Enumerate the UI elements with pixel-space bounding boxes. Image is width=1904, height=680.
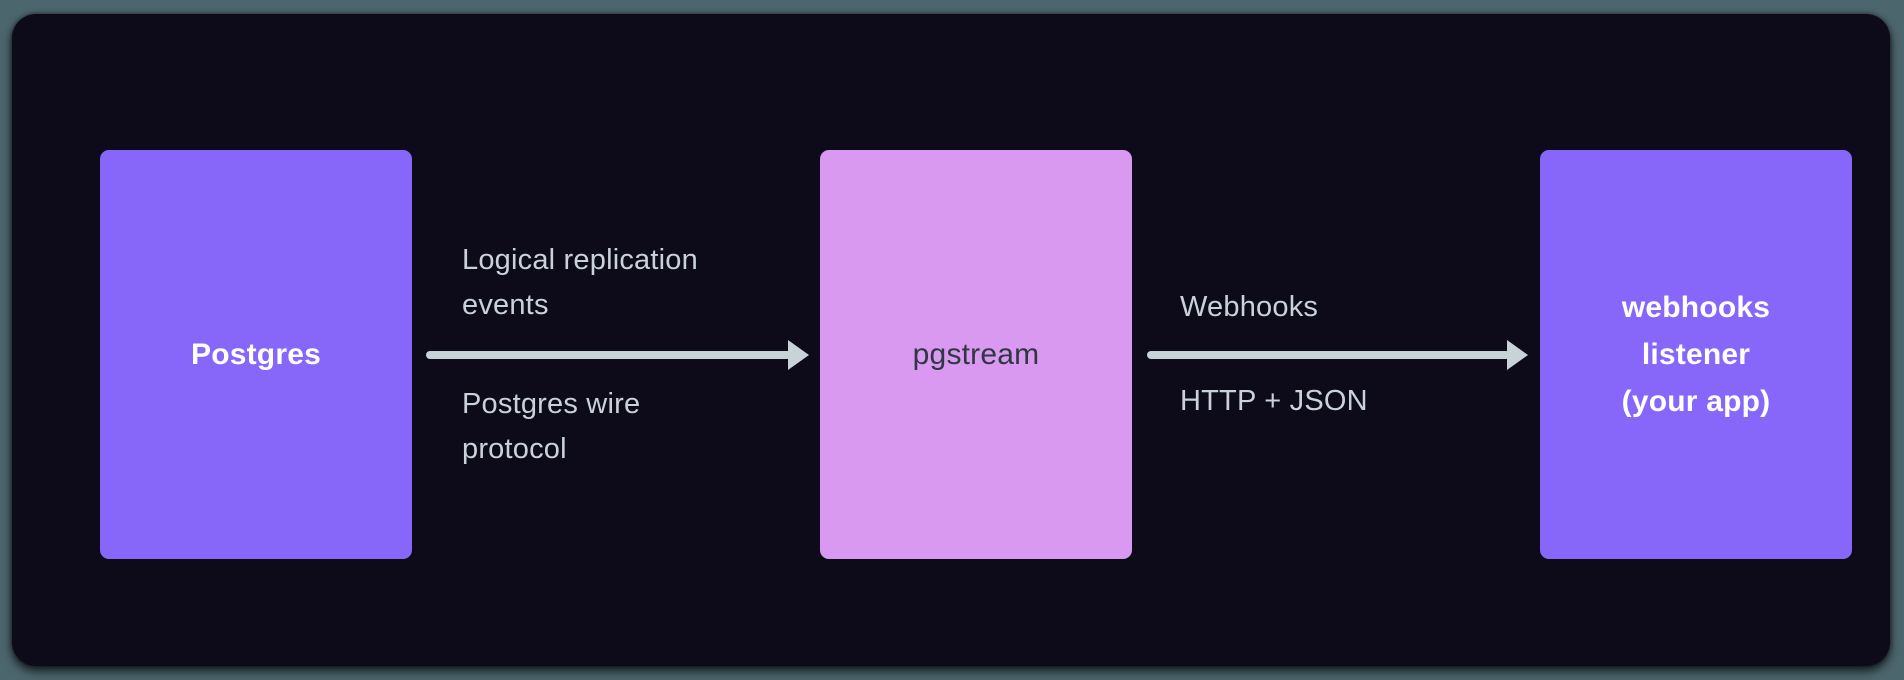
edge-label-line: events — [462, 289, 549, 321]
edge-label-line: Logical replication — [462, 244, 698, 276]
arrow-right-icon — [1507, 340, 1528, 370]
arrow-pgstream-to-listener — [1147, 337, 1528, 373]
edge-pgstream-listener-label-above: Webhooks — [1180, 285, 1318, 330]
node-pgstream: pgstream — [820, 150, 1132, 559]
arrow-shaft — [426, 351, 791, 359]
node-label-line: listener — [1641, 338, 1751, 371]
node-webhooks-listener-label: webhooks listener (your app) — [1622, 284, 1771, 425]
node-pgstream-label: pgstream — [912, 338, 1040, 371]
arrow-postgres-to-pgstream — [426, 337, 809, 373]
node-postgres: Postgres — [100, 150, 412, 559]
arrow-shaft — [1147, 351, 1510, 359]
node-label-line: (your app) — [1621, 385, 1771, 418]
diagram-panel: Postgres Logical replication events Post… — [12, 14, 1890, 666]
node-webhooks-listener: webhooks listener (your app) — [1540, 150, 1852, 559]
edge-label-line: Postgres wire — [462, 388, 641, 420]
edge-label-line: protocol — [462, 433, 567, 465]
node-postgres-label: Postgres — [191, 338, 321, 371]
edge-postgres-pgstream-label-above: Logical replication events — [462, 238, 698, 328]
node-label-line: webhooks — [1621, 291, 1771, 324]
edge-postgres-pgstream-label-below: Postgres wire protocol — [462, 382, 640, 472]
edge-pgstream-listener-label-below: HTTP + JSON — [1180, 379, 1368, 424]
edge-label-line: Webhooks — [1180, 291, 1319, 323]
arrow-right-icon — [788, 340, 809, 370]
edge-label-line: HTTP + JSON — [1180, 385, 1368, 417]
